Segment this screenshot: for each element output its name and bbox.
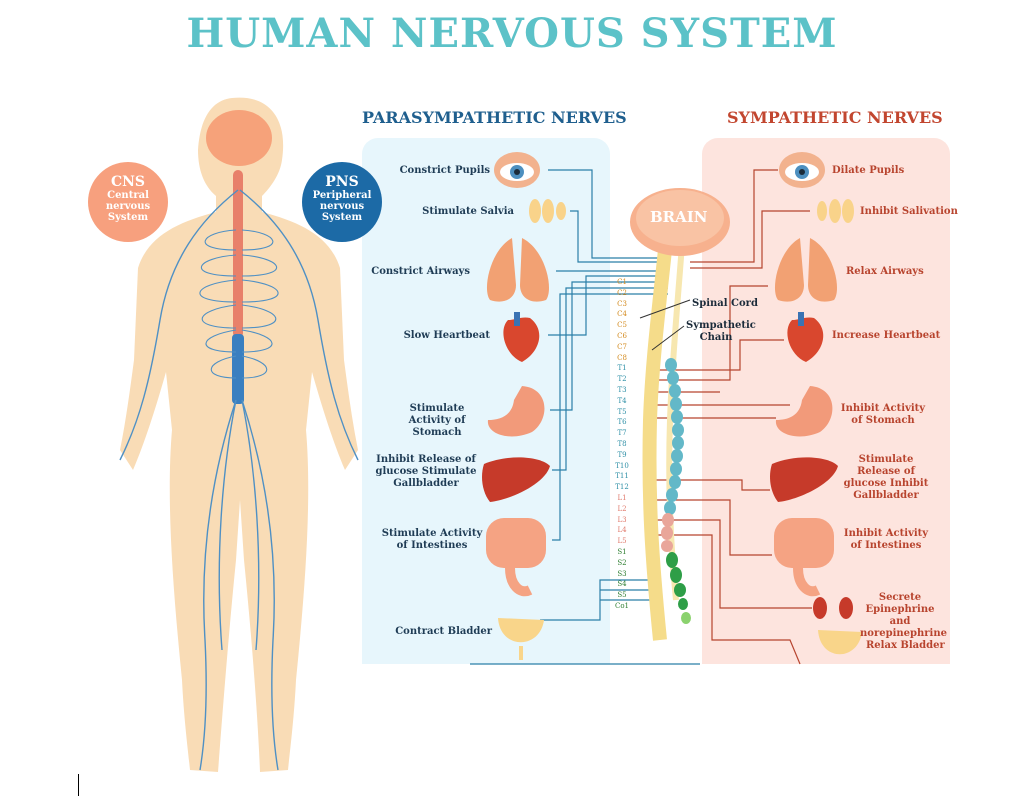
vertebra-t6: T6 [617,418,627,427]
heart-icon [787,312,824,362]
symp-label-4: Inhibit Activity of Stomach [840,403,926,426]
vertebra-l4: L4 [617,526,627,535]
vertebra-c6: C6 [617,332,627,340]
vertebra-s1: S1 [617,548,627,556]
para-organs [482,152,566,660]
para-label-4: Stimulate Activity of Stomach [408,403,466,438]
liver-icon [770,457,838,502]
para-label-1: Stimulate Salvia [422,206,514,217]
parasympathetic-heading: PARASYMPATHETIC NERVES [362,108,627,127]
heart-icon [503,312,540,362]
sympathetic-chain-label: Sympathetic Chain [686,320,756,343]
vertebra-t10: T10 [615,461,629,470]
vertebra-s5: S5 [617,591,627,600]
parasympathetic-connectors [470,169,700,665]
pns-abbr: PNS [325,174,359,190]
intestines-icon [774,518,834,597]
vertebra-l3: L3 [617,515,627,524]
vertebra-t8: T8 [617,440,627,448]
symp-label-6: Inhibit Activity of Intestines [843,528,929,551]
vertebra-s3: S3 [617,569,627,578]
liver-icon [482,457,550,502]
intestines-icon [486,518,546,597]
para-label-7: Contract Bladder [395,626,492,637]
vertebra-c8: C8 [617,353,627,362]
para-label-5: Inhibit Release of glucose Stimulate Gal… [375,454,477,489]
vertebra-co1: Co1 [614,602,630,610]
vertebra-c7: C7 [617,342,627,351]
vertebra-t1: T1 [617,364,627,373]
symp-label-1: Inhibit Salivation [860,206,958,217]
para-label-6: Stimulate Activity of Intestines [381,528,483,551]
vertebra-t2: T2 [617,375,627,384]
vertebra-t7: T7 [617,429,627,438]
brain-label: BRAIN [650,208,708,226]
page-title: HUMAN NERVOUS SYSTEM [186,10,838,57]
human-body-silhouette [119,97,359,772]
symp-label-5: Stimulate Release of glucose Inhibit Gal… [843,454,929,501]
eye-icon [779,152,825,188]
sympathetic-heading: SYMPATHETIC NERVES [727,108,943,127]
salivary-gland-icon [529,199,566,223]
cns-abbr: CNS [110,174,146,190]
vertebra-c3: C3 [617,299,627,308]
salivary-gland-icon [817,199,854,223]
vertebra-c1: C1 [617,278,627,286]
vertebra-t9: T9 [617,450,627,459]
lungs-icon [486,238,549,302]
symp-organs [770,152,862,655]
vertebra-c2: C2 [617,288,627,297]
stomach-icon [775,386,833,437]
vertebra-t3: T3 [617,386,627,394]
vertebra-l2: L2 [617,504,627,513]
para-label-0: Constrict Pupils [399,165,490,176]
symp-label-7: Secrete Epinephrine and norepinephrine [860,592,947,639]
cns-badge: CNS Central nervous System [88,162,168,242]
spinal-cord-label: Spinal Cord [692,298,758,309]
stomach-icon [487,386,545,437]
symp-label-2: Relax Airways [846,266,924,277]
vertebra-t11: T11 [615,472,629,481]
adrenal-kidney-icon [813,597,853,619]
brain-illustration [630,188,730,256]
para-label-2: Constrict Airways [371,266,470,277]
symp-label-3: Increase Heartbeat [832,330,941,341]
text-cursor [78,774,79,796]
lungs-icon [774,238,837,302]
pns-full: Peripheral nervous System [312,190,372,223]
symp-label-8: Relax Bladder [866,640,945,651]
vertebra-t5: T5 [617,407,627,416]
sacral-ganglia [666,552,691,624]
vertebra-t12: T12 [615,483,629,492]
bladder-icon [818,630,862,655]
bladder-icon [498,618,544,660]
lumbar-ganglia [661,513,674,552]
vertebra-c4: C4 [617,310,627,319]
symp-label-0: Dilate Pupils [832,165,905,176]
vertebra-s4: S4 [617,580,627,589]
cns-full: Central nervous System [105,190,151,223]
vertebra-t4: T4 [617,396,627,405]
vertebra-l5: L5 [617,537,627,546]
para-label-3: Slow Heartbeat [403,330,490,341]
sympathetic-chain-ganglia [664,358,684,515]
vertebra-l1: L1 [617,494,627,502]
vertebra-c5: C5 [617,321,627,330]
pns-badge: PNS Peripheral nervous System [302,162,382,242]
eye-icon [494,152,540,188]
vertebra-s2: S2 [617,558,627,567]
